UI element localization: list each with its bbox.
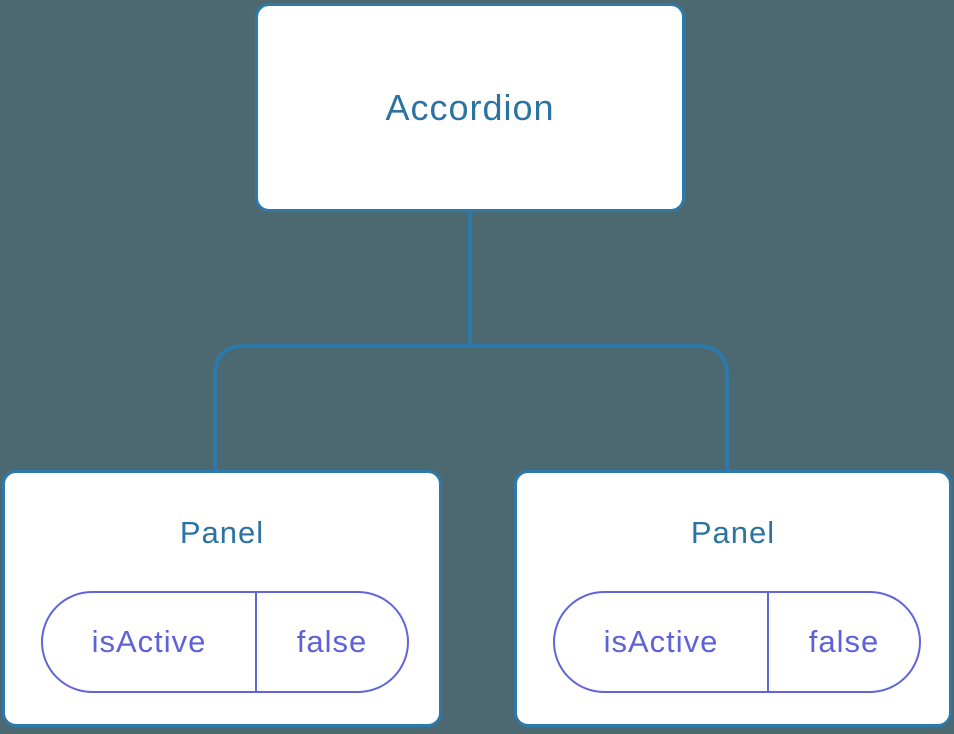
accordion-node-label: Accordion <box>385 86 555 128</box>
prop-value: false <box>296 624 368 659</box>
panel-node-1: Panel isActive false <box>2 470 442 727</box>
prop-value: false <box>808 624 880 659</box>
panel-node-2-label: Panel <box>690 515 776 550</box>
panel-node-2-prop-pill: isActive false <box>553 591 921 693</box>
prop-name: isActive <box>555 593 769 691</box>
accordion-node: Accordion <box>255 3 685 212</box>
prop-name: isActive <box>43 593 257 691</box>
panel-node-1-prop-pill: isActive false <box>41 591 409 693</box>
connector-bracket <box>213 344 729 470</box>
panel-node-2: Panel isActive false <box>514 470 952 727</box>
panel-node-1-label: Panel <box>179 515 265 550</box>
